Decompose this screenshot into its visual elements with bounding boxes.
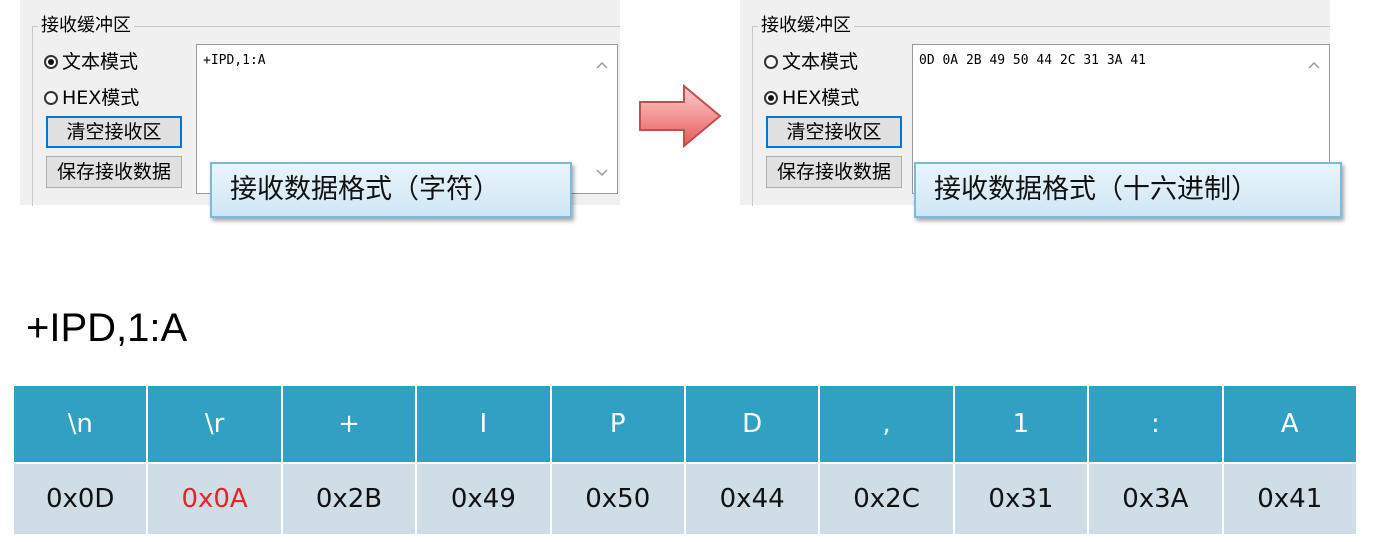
received-hex: 0D 0A 2B 49 50 44 2C 31 3A 41: [919, 53, 1146, 68]
groupbox-title: 接收缓冲区: [38, 14, 134, 38]
save-receive-button[interactable]: 保存接收数据: [766, 156, 902, 188]
char-cell: \r: [146, 384, 283, 464]
radio-text-mode[interactable]: 文本模式: [44, 50, 138, 74]
radio-selected-icon[interactable]: [764, 91, 778, 105]
hex-cell: 0x2C: [818, 462, 955, 536]
scroll-down-icon[interactable]: [595, 167, 609, 181]
receive-buffer-panel-text: 接收缓冲区 文本模式 HEX模式 清空接收区 保存接收数据 +IPD,1:A: [20, 0, 620, 206]
char-cell: 1: [952, 384, 1090, 464]
callout-char-format: 接收数据格式（字符）: [210, 162, 572, 218]
groupbox-border: [752, 26, 1330, 206]
radio-unselected-icon[interactable]: [44, 91, 58, 105]
hex-cell: 0x50: [549, 462, 686, 536]
radio-text-mode-label: 文本模式: [62, 51, 139, 73]
char-row: \n \r + I P D , 1 : A: [11, 384, 1359, 464]
hex-cell: 0x41: [1221, 462, 1359, 536]
radio-hex-mode[interactable]: HEX模式: [44, 86, 139, 110]
char-cell: D: [683, 384, 821, 464]
clear-receive-button[interactable]: 清空接收区: [46, 116, 182, 148]
radio-selected-icon[interactable]: [44, 55, 58, 69]
char-cell: P: [549, 384, 686, 464]
save-receive-button[interactable]: 保存接收数据: [46, 156, 182, 188]
char-cell: \n: [11, 384, 149, 464]
radio-text-mode[interactable]: 文本模式: [764, 50, 858, 74]
hex-cell: 0x0D: [11, 462, 149, 536]
char-cell: ,: [818, 384, 955, 464]
char-cell: I: [415, 384, 552, 464]
hex-row: 0x0D 0x0A 0x2B 0x49 0x50 0x44 0x2C 0x31 …: [11, 462, 1359, 536]
hex-cell: 0x2B: [280, 462, 418, 536]
scroll-up-icon[interactable]: [1307, 59, 1321, 73]
sample-string: +IPD,1:A: [26, 306, 188, 350]
clear-receive-button[interactable]: 清空接收区: [766, 116, 902, 148]
received-text: +IPD,1:A: [203, 53, 266, 68]
radio-text-mode-label: 文本模式: [782, 51, 859, 73]
char-cell: +: [280, 384, 418, 464]
scroll-up-icon[interactable]: [595, 59, 609, 73]
char-cell: :: [1087, 384, 1224, 464]
hex-cell: 0x44: [683, 462, 821, 536]
char-cell: A: [1221, 384, 1359, 464]
hex-cell: 0x3A: [1087, 462, 1224, 536]
byte-mapping-table: \n \r + I P D , 1 : A 0x0D 0x0A 0x2B 0x4…: [11, 384, 1359, 536]
callout-hex-format: 接收数据格式（十六进制）: [914, 162, 1342, 218]
hex-cell-highlighted: 0x0A: [146, 462, 283, 536]
groupbox-title: 接收缓冲区: [758, 14, 854, 38]
radio-hex-mode-label: HEX模式: [782, 87, 860, 109]
groupbox-border: [32, 26, 620, 206]
hex-cell: 0x31: [952, 462, 1090, 536]
hex-cell: 0x49: [415, 462, 552, 536]
radio-hex-mode[interactable]: HEX模式: [764, 86, 859, 110]
radio-hex-mode-label: HEX模式: [62, 87, 140, 109]
radio-unselected-icon[interactable]: [764, 55, 778, 69]
right-arrow-icon: [639, 83, 722, 149]
